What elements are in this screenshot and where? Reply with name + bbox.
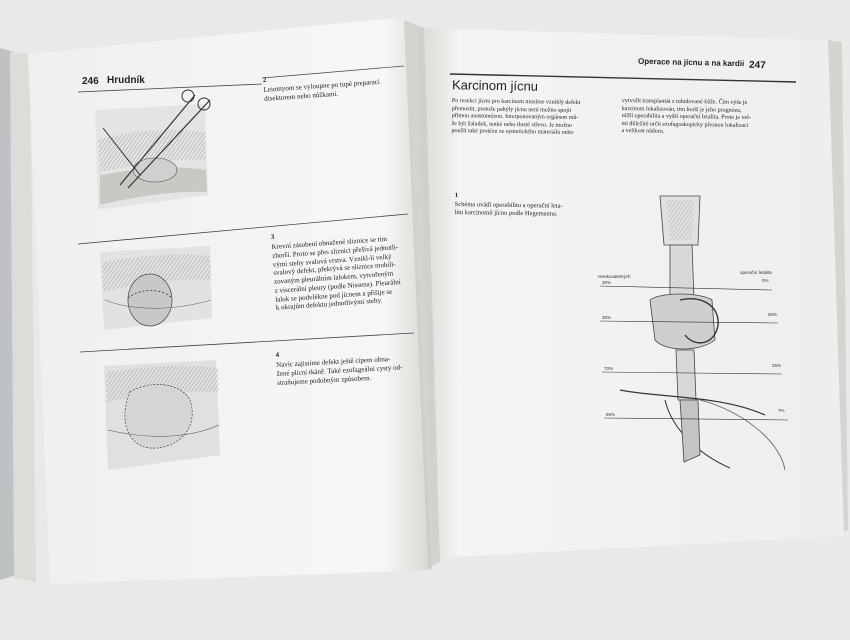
illustration-defect-cover xyxy=(104,360,220,470)
right-page-number: 247 xyxy=(748,59,766,72)
level-1-left: 30% xyxy=(602,280,612,285)
figure-right-header: operační letalita xyxy=(740,270,772,275)
illustration-leiomyoma xyxy=(95,89,211,210)
step-rule-2 xyxy=(261,65,405,79)
right-page xyxy=(418,28,844,558)
figure-caption: 1 Schéma uvádí operabilitu a operační le… xyxy=(454,182,563,219)
figure-number: 1 xyxy=(454,191,459,200)
level-4-left: 85% xyxy=(606,412,616,417)
page-stack-left xyxy=(10,52,36,582)
left-page-number: 246 xyxy=(82,76,99,87)
step-2-number: 2 xyxy=(262,75,267,84)
level-4-right: 7% xyxy=(778,408,785,413)
level-3-left: 70% xyxy=(604,366,614,371)
illustration-suture xyxy=(100,246,212,330)
step-3: 3 Krevní zásobení obnažené sliznice se t… xyxy=(270,215,402,313)
figure-esophagus-schematic xyxy=(599,195,789,471)
header-rule-right xyxy=(449,73,797,83)
header-rule-left xyxy=(77,83,263,93)
level-2-right: 50% xyxy=(768,312,778,317)
gutter-shadow xyxy=(404,20,440,568)
level-1-right: 0% xyxy=(762,278,769,283)
caption-line-2: litu karcinomů jícnu podle Hegemanna. xyxy=(454,209,558,218)
step-4-number: 4 xyxy=(275,350,280,359)
intro-column-1: Po resekci jícnu pro karcinom musíme vzn… xyxy=(451,98,580,138)
figure-left-header: resekovatelných xyxy=(598,274,631,279)
section-title: Karcinom jícnu xyxy=(451,77,539,94)
level-2-left: 30% xyxy=(602,315,612,320)
level-3-right: 25% xyxy=(772,363,782,368)
section-rule-1 xyxy=(77,213,409,245)
step-3-number: 3 xyxy=(270,232,275,241)
section-rule-2 xyxy=(79,332,415,353)
step-4: 4 Navíc zajistíme defekt ještě cípem obn… xyxy=(275,335,403,387)
left-running-head: Hrudník xyxy=(107,75,145,86)
intro-column-2: vytvořit transplantát z tubulované kůže.… xyxy=(621,98,751,138)
